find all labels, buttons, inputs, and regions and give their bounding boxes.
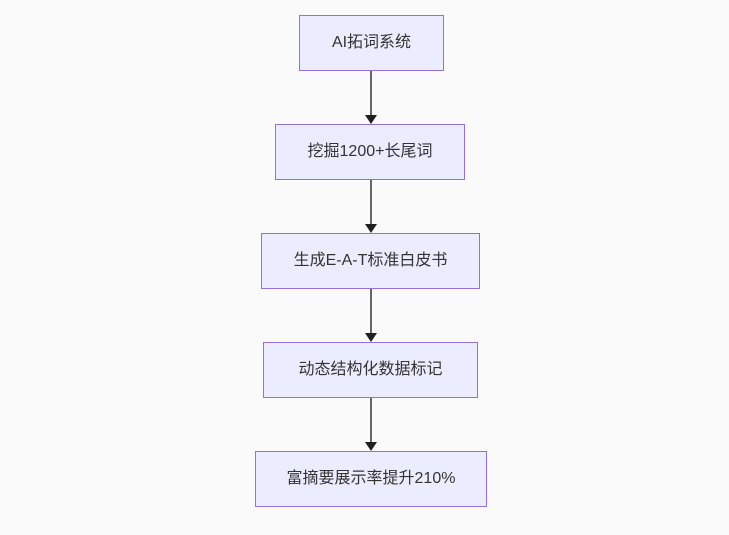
- arrow-line: [370, 398, 372, 442]
- flow-node-label: AI拓词系统: [331, 34, 412, 52]
- arrow-down-icon: [365, 224, 377, 233]
- flow-edge-1: [364, 71, 378, 124]
- flow-node-label: 富摘要展示率提升210%: [286, 470, 456, 488]
- flow-node-label: 挖掘1200+长尾词: [307, 143, 433, 161]
- arrow-line: [370, 289, 372, 333]
- flow-edge-2: [364, 180, 378, 233]
- flow-edge-3: [364, 289, 378, 342]
- flow-node-eat-whitepaper: 生成E-A-T标准白皮书: [261, 233, 480, 289]
- flow-node-ai-word-system: AI拓词系统: [299, 15, 444, 71]
- flow-node-rich-snippet-result: 富摘要展示率提升210%: [255, 451, 487, 507]
- arrow-line: [370, 71, 372, 115]
- flow-edge-4: [364, 398, 378, 451]
- flow-node-structured-data: 动态结构化数据标记: [263, 342, 478, 398]
- arrow-down-icon: [365, 442, 377, 451]
- arrow-down-icon: [365, 115, 377, 124]
- arrow-line: [370, 180, 372, 224]
- flow-node-label: 生成E-A-T标准白皮书: [293, 252, 448, 270]
- flow-node-longtail-mining: 挖掘1200+长尾词: [275, 124, 465, 180]
- arrow-down-icon: [365, 333, 377, 342]
- flow-node-label: 动态结构化数据标记: [298, 361, 443, 379]
